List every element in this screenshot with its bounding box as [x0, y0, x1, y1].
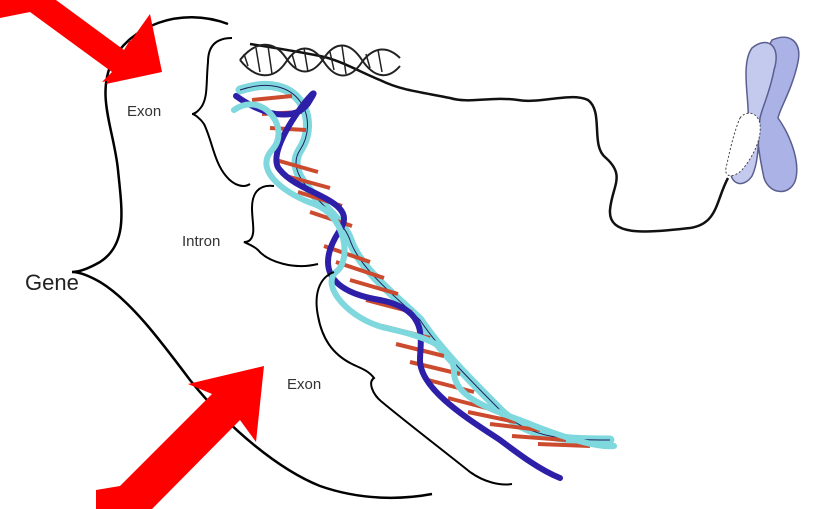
exon-bottom-label: Exon	[287, 376, 321, 393]
intron-label: Intron	[182, 233, 220, 250]
coiled-dna-segment	[240, 45, 400, 76]
chromosome-icon	[726, 37, 799, 191]
red-arrow-icon	[0, 0, 264, 509]
gene-label: Gene	[25, 270, 79, 296]
dna-double-helix-icon	[234, 85, 614, 478]
red-arrow-bottom-icon	[96, 366, 264, 509]
exon-top-label: Exon	[127, 103, 161, 120]
brace-intron	[244, 186, 318, 266]
